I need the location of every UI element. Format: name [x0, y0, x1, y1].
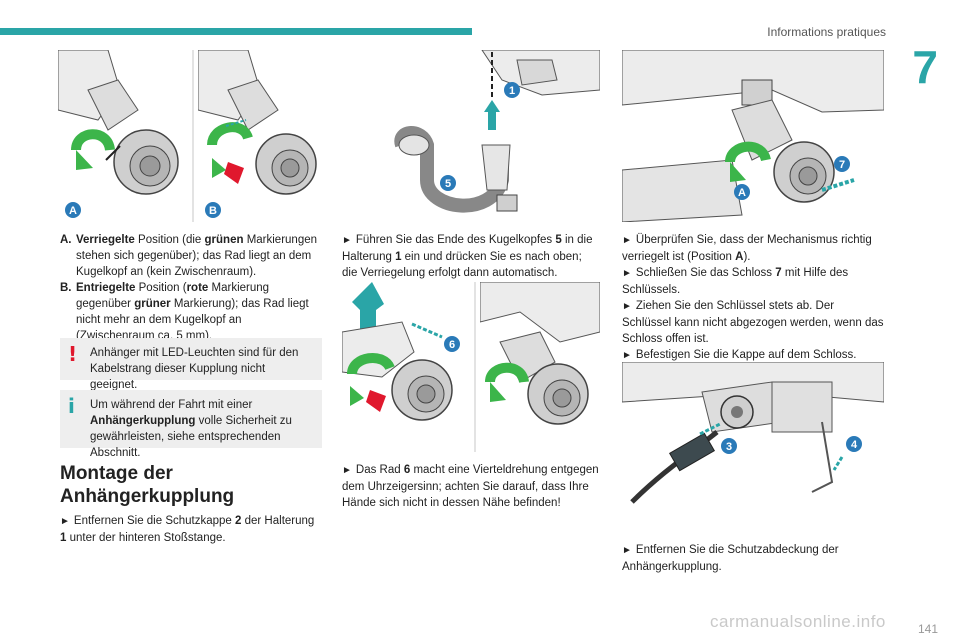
bullet-arrow-icon: ►	[342, 465, 352, 476]
watermark: carmanualsonline.info	[710, 612, 886, 631]
figure-lock-check: 7 A	[622, 50, 884, 222]
col3-steps: ►Überprüfen Sie, dass der Mechanismus ri…	[622, 232, 884, 364]
bullet-arrow-icon: ►	[60, 516, 70, 527]
bullet-arrow-icon: ►	[622, 545, 632, 556]
bullet-arrow-icon: ►	[622, 235, 632, 246]
bullet-arrow-icon: ►	[622, 268, 632, 279]
step-remove-key: ►Ziehen Sie den Schlüssel stets ab. Der …	[622, 300, 884, 345]
bullet-arrow-icon: ►	[342, 235, 352, 246]
figure-label-1: 1	[509, 85, 515, 97]
warning-note: ! Anhänger mit LED-Leuchten sind für den…	[60, 338, 322, 391]
figure-wheel-locked	[480, 282, 600, 452]
figure-insert-ball-head: 1 5	[342, 50, 600, 222]
section-heading: Montage der Anhängerkupplung	[60, 463, 235, 507]
chapter-number: 7	[912, 41, 938, 93]
figure-label-7: 7	[839, 159, 845, 171]
legend-text: Verriegelte Position (die grünen Markier…	[76, 234, 318, 278]
figure-position-b: B	[198, 50, 328, 222]
warning-text: Anhänger mit LED-Leuchten sind für den K…	[90, 347, 299, 391]
figure-divider	[192, 50, 194, 222]
info-icon: i	[68, 394, 75, 418]
legend-text: Entriegelte Position (rote Markierung ge…	[76, 282, 309, 342]
bullet-arrow-icon: ►	[622, 301, 632, 312]
position-legend: A. Verriegelte Position (die grünen Mark…	[60, 232, 322, 344]
step-close-lock: ►Schließen Sie das Schloss 7 mit Hilfe d…	[622, 267, 849, 296]
step-wheel-turn: ►Das Rad 6 macht eine Vierteldrehung ent…	[342, 464, 599, 509]
step-check-locked: ►Überprüfen Sie, dass der Mechanismus ri…	[622, 234, 872, 263]
figure-label-a: A	[69, 205, 77, 217]
figure-label-a: A	[738, 187, 746, 199]
legend-key: B.	[60, 282, 72, 294]
page-number: 141	[917, 622, 938, 636]
step-attach-cap: ►Befestigen Sie die Kappe auf dem Schlos…	[622, 349, 857, 361]
legend-key: A.	[60, 234, 72, 246]
legend-item-a: A. Verriegelte Position (die grünen Mark…	[60, 232, 322, 280]
legend-item-b: B. Entriegelte Position (rote Markierung…	[60, 280, 322, 344]
step-insert-ball-head: ►Führen Sie das Ende des Kugelkopfes 5 i…	[342, 234, 593, 279]
figure-label-b: B	[209, 205, 217, 217]
info-text: Um während der Fahrt mit einer Anhängerk…	[90, 399, 292, 459]
figure-wheel-turn: 6	[342, 282, 470, 452]
warning-icon: !	[68, 342, 78, 366]
figure-label-4: 4	[851, 439, 858, 451]
figure-label-6: 6	[449, 339, 455, 351]
bullet-arrow-icon: ►	[622, 350, 632, 361]
figure-position-a: A	[58, 50, 188, 222]
info-note: i Um während der Fahrt mit einer Anhänge…	[60, 390, 322, 459]
header-accent-bar	[0, 28, 472, 35]
figure-socket-cover: 3 4	[622, 362, 884, 530]
section-title: Informations pratiques	[767, 25, 886, 39]
figure-label-5: 5	[445, 178, 451, 190]
step-remove-cover: ►Entfernen Sie die Schutzabdeckung der A…	[622, 544, 839, 573]
figure-label-3: 3	[726, 441, 732, 453]
figure-divider	[474, 282, 476, 452]
step-remove-cap: ►Entfernen Sie die Schutzkappe 2 der Hal…	[60, 515, 315, 544]
